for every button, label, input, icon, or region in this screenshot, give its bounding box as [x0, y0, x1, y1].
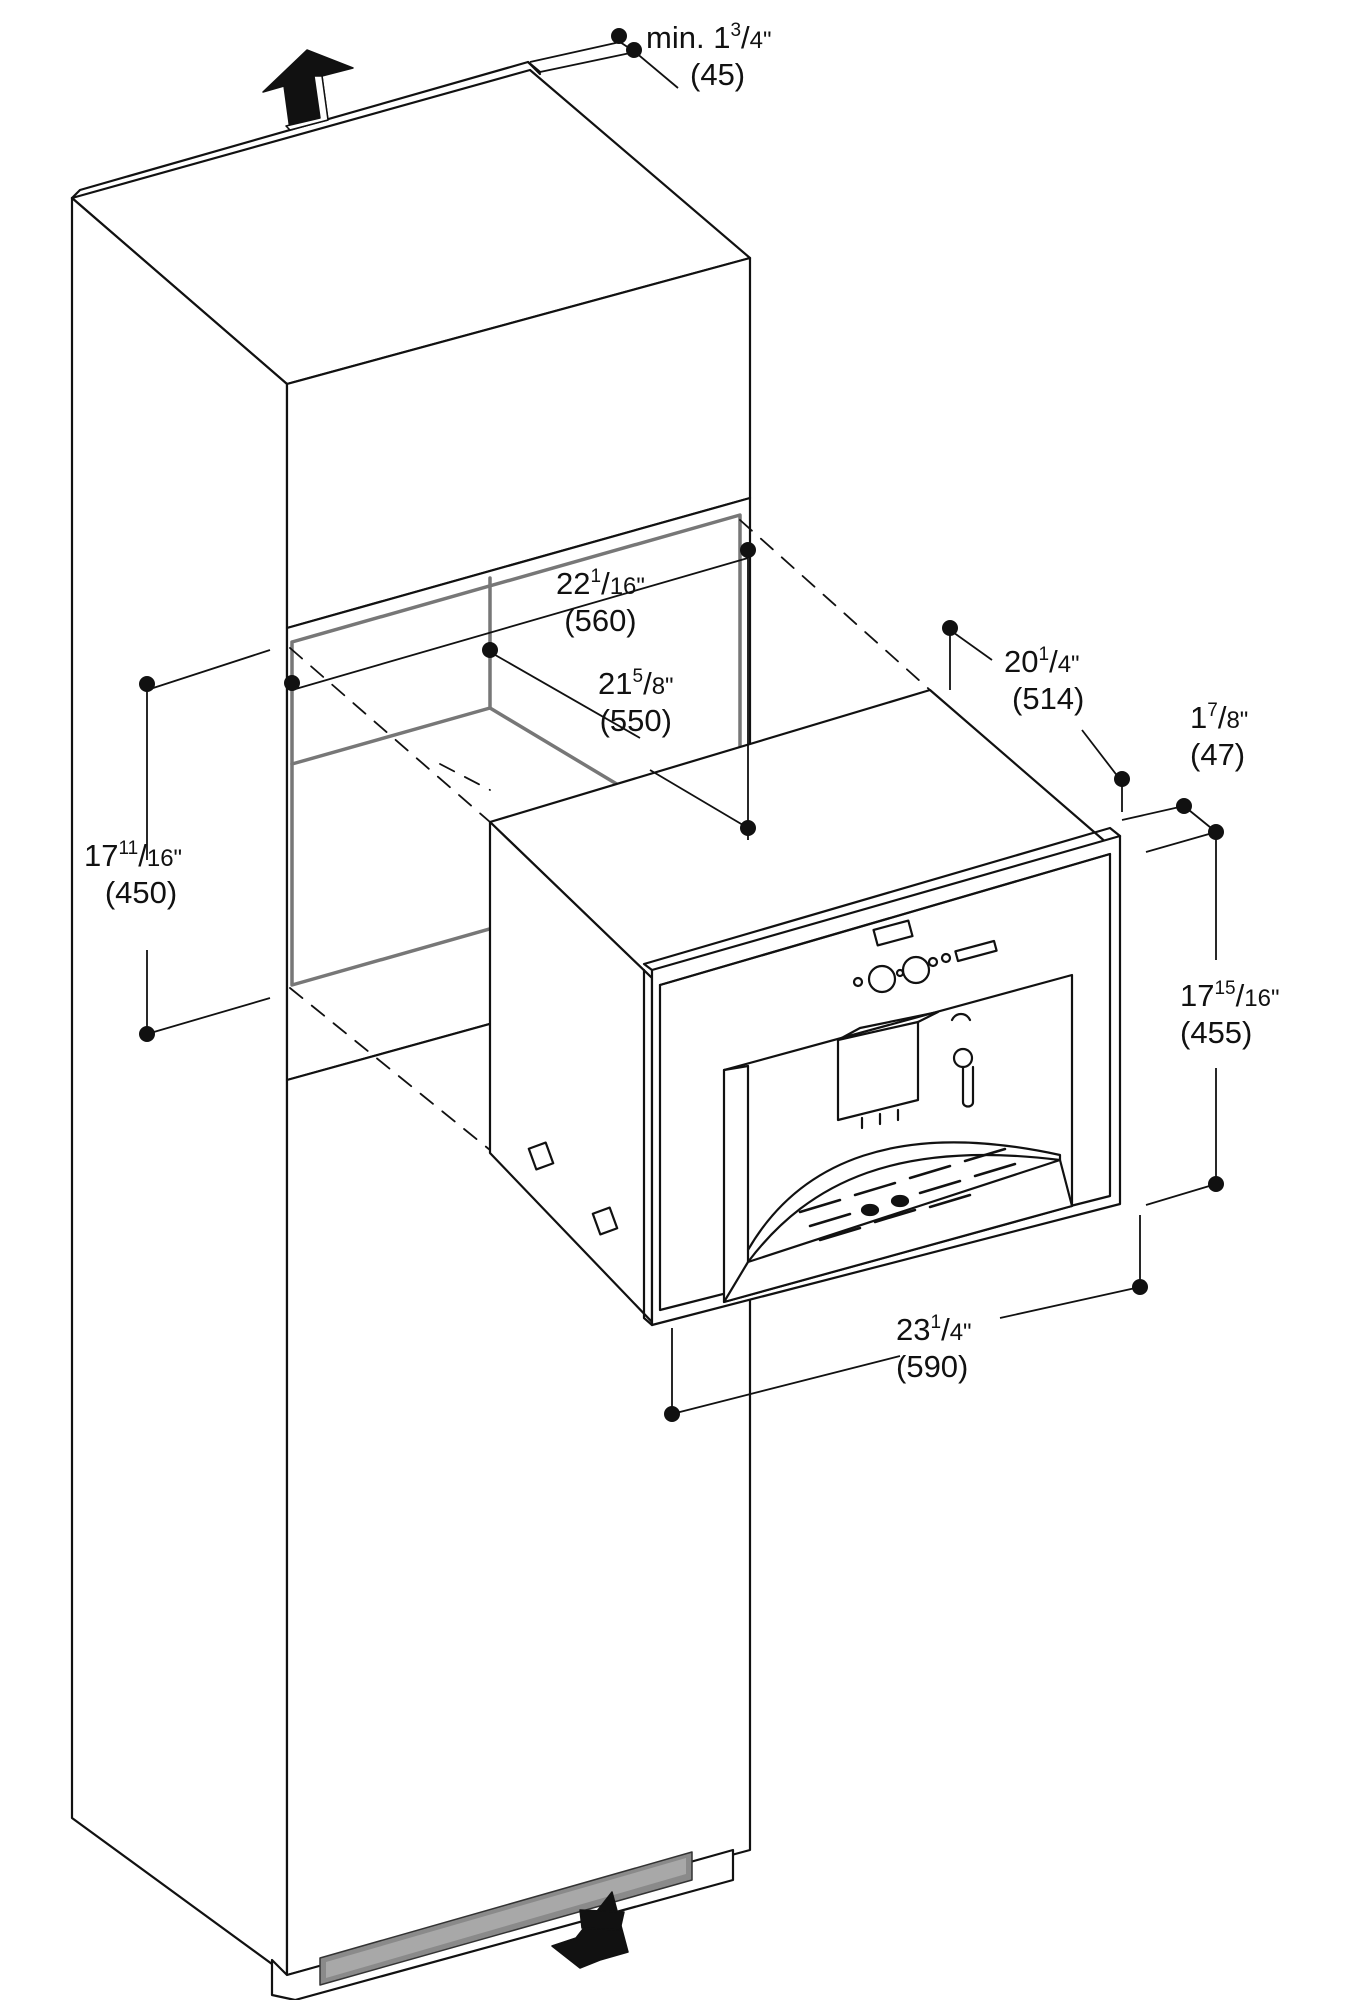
- intake-arrow: [551, 1891, 629, 1969]
- dimension-lines: [146, 41, 1217, 1415]
- top-clearance-label: min. 13/4" (45): [646, 20, 772, 92]
- projection-lines: [289, 519, 931, 1151]
- dim-dot: [1176, 798, 1192, 814]
- niche-width-label: 221/16" (560): [556, 566, 645, 638]
- dim-dot: [1132, 1279, 1148, 1295]
- front-depth-label: 17/8" (47): [1190, 700, 1249, 772]
- niche-height-label: 1711/16" (450): [84, 838, 183, 910]
- exhaust-arrow-up: [262, 49, 354, 131]
- dim-dot: [139, 676, 155, 692]
- appliance-depth-label: 201/4" (514): [1004, 644, 1085, 716]
- mount-clip-2: [591, 1206, 619, 1236]
- dim-dot: [139, 1026, 155, 1042]
- cabinet-side: [70, 196, 289, 1977]
- dim-dot: [626, 42, 642, 58]
- dim-dot: [740, 820, 756, 836]
- button-row: [954, 939, 998, 963]
- dimension-dots: [139, 28, 1224, 1422]
- coffee-machine: [488, 688, 1122, 1327]
- mount-clip-1: [527, 1141, 555, 1171]
- knob-left: [867, 964, 897, 994]
- dim-dot: [284, 675, 300, 691]
- coffee-dispenser: [836, 1020, 920, 1122]
- display: [872, 919, 914, 947]
- dim-dot: [1114, 771, 1130, 787]
- appliance-width-label: 231/4" (590): [896, 1312, 972, 1384]
- niche-depth-label: 215/8" (550): [598, 666, 674, 738]
- dim-dot: [482, 642, 498, 658]
- dim-dot: [740, 542, 756, 558]
- dim-dot: [1208, 824, 1224, 840]
- dim-dot: [942, 620, 958, 636]
- dim-dot: [611, 28, 627, 44]
- appliance-height-label: 1715/16" (455): [1180, 978, 1280, 1050]
- knob-right: [901, 955, 931, 985]
- dim-dot: [1208, 1176, 1224, 1192]
- dim-dot: [664, 1406, 680, 1422]
